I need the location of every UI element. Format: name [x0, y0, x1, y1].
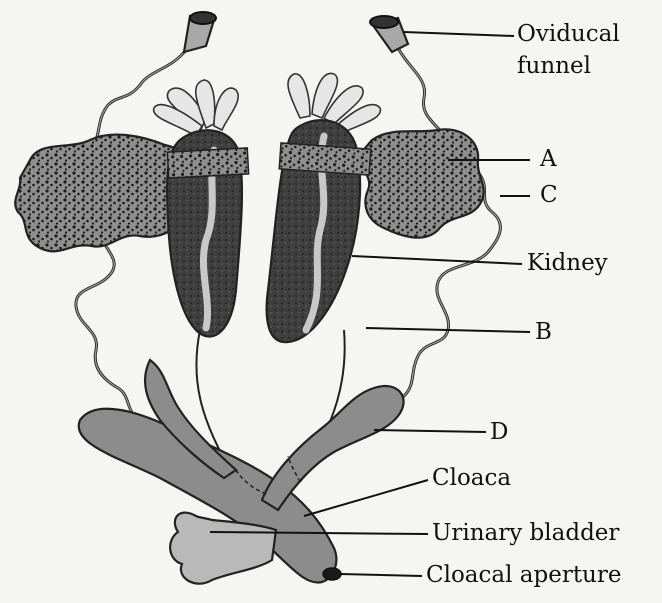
label-b: B [535, 320, 552, 345]
label-cloaca: Cloaca [432, 466, 511, 491]
cloacal-aperture-opening [323, 568, 341, 580]
label-urinary-bladder: Urinary bladder [432, 521, 619, 546]
leader-kidney [352, 256, 522, 264]
leader-cloacal-aperture [340, 574, 422, 576]
label-oviducal-funnel-1: Oviducal [517, 22, 620, 47]
left-fat-body [154, 80, 239, 136]
leader-cloaca [304, 480, 428, 516]
label-cloacal-aperture: Cloacal aperture [426, 563, 621, 588]
right-oviducal-funnel [370, 16, 408, 52]
leader-d [374, 430, 486, 432]
left-oviducal-funnel [184, 12, 216, 52]
label-c: C [540, 183, 558, 208]
label-oviducal-funnel-2: funnel [517, 54, 591, 79]
right-ovary [359, 129, 483, 237]
label-kidney: Kidney [527, 251, 608, 276]
label-a: A [540, 147, 557, 172]
leader-oviducal-funnel [404, 32, 514, 36]
label-d: D [490, 420, 508, 445]
